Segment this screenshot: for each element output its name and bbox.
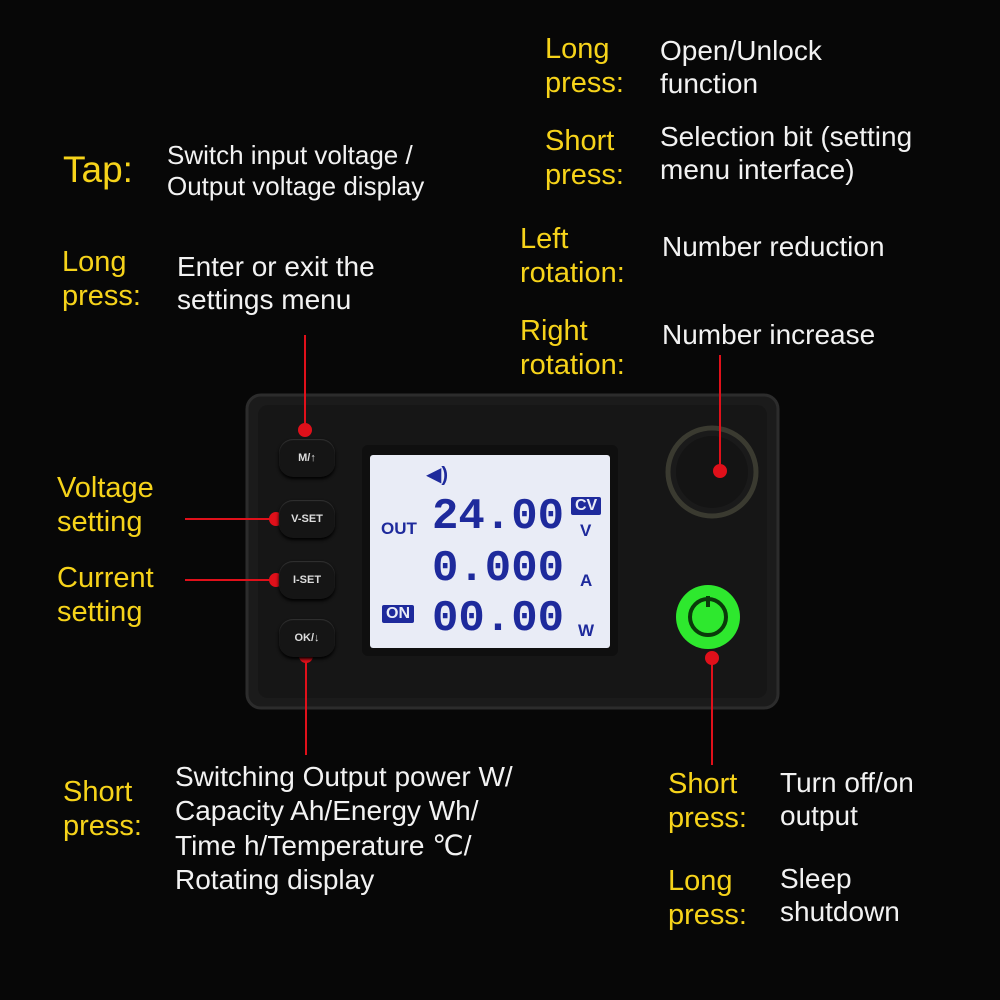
power-short-press-label: Short press: [668,768,747,835]
right-rotation-label: Right rotation: [520,315,625,382]
power-short-press-desc: Turn off/on output [780,767,914,832]
right-rotation-desc: Number increase [662,319,876,350]
knob-long-press-label: Long press: [545,33,624,100]
tap-desc: Switch input voltage / Output voltage di… [167,140,425,201]
m-long-press-label: Long press: [62,246,141,313]
ok-down-button[interactable]: OK/↓ [279,619,335,657]
current-setting-label: Current setting [57,562,154,629]
current-readout: 0.000 [432,544,565,594]
power-readout: 00.00 [432,594,565,644]
lcd-screen: ◀) OUT 24.00 CV V 0.000 A ON 00.00 W [370,455,610,648]
on-badge: ON [382,605,414,623]
voltage-setting-label: Voltage setting [57,472,154,539]
power-unit: W [578,621,595,640]
voltage-unit: V [580,521,592,540]
knob-short-press-desc: Selection bit (setting menu interface) [660,121,913,186]
knob-long-press-desc: Open/Unlock function [660,35,822,100]
power-long-press-desc: Sleep shutdown [780,863,900,928]
speaker-icon: ◀) [426,464,449,486]
m-up-button[interactable]: M/↑ [279,439,335,477]
left-rotation-desc: Number reduction [662,231,885,262]
m-long-press-desc: Enter or exit the settings menu [177,251,375,316]
knob-short-press-label: Short press: [545,125,624,192]
cv-badge: CV [571,497,602,515]
current-unit: A [580,571,593,590]
voltage-readout: 24.00 [432,492,565,542]
ok-short-press-label: Short press: [63,776,142,843]
v-set-button[interactable]: V-SET [279,500,335,538]
power-button[interactable] [676,585,740,649]
i-set-button[interactable]: I-SET [279,561,335,599]
power-long-press-label: Long press: [668,865,747,932]
out-label: OUT [381,519,417,538]
ok-short-press-desc: Switching Output power W/ Capacity Ah/En… [175,761,513,896]
left-rotation-label: Left rotation: [520,223,625,290]
tap-label: Tap: [63,149,133,190]
